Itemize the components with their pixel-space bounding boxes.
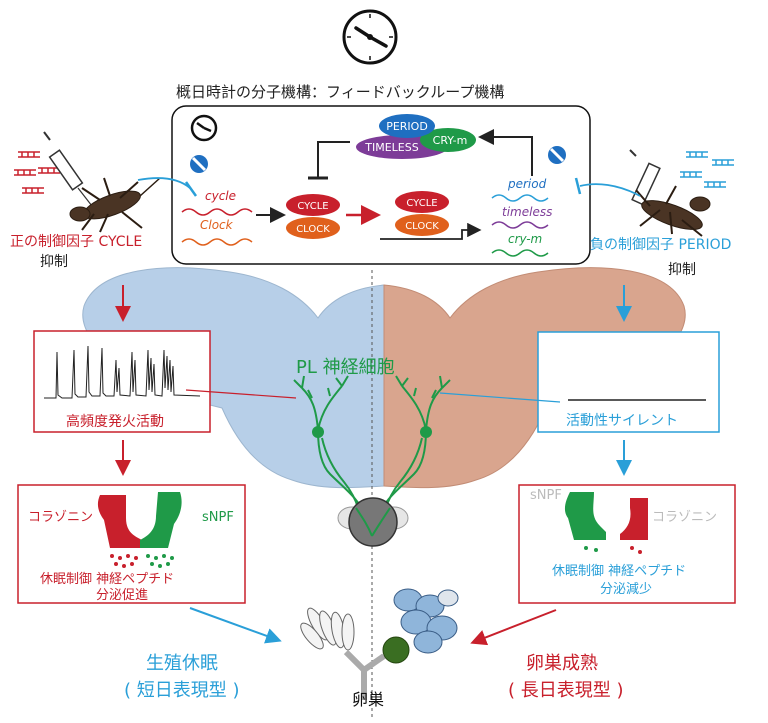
complex-right-clock: CLOCK [405,221,439,232]
wave-clock [181,238,253,246]
pl-neuron-right-soma [420,426,432,438]
left-effect-2: 分泌促進 [96,588,148,603]
complex-left-cycle: CYCLE [297,201,328,212]
ovary-label: 卵巣 [352,690,384,709]
left-outcome-2: ( 短日表現型 ) [124,680,240,701]
complex-right-cycle: CYCLE [406,198,437,209]
gene-crym: cry-m [508,232,542,246]
left-peptide-corazonin: コラゾニン [28,510,93,525]
right-effect-2: 分泌減少 [600,581,652,597]
trace-box-right [537,331,720,433]
rnai-duplex-left [14,151,60,194]
wave-crym [491,249,549,257]
wave-cycle [181,208,253,216]
right-peptide-snpf: sNPF [530,488,562,503]
clock-icon [342,9,398,65]
inhibit-link-left-bar [184,181,198,197]
trace-link-right [439,392,561,403]
left-caption-2: 抑制 [40,254,68,270]
pl-neuron-label: PL 神経細胞 [296,357,395,378]
gene-clock: Clock [200,218,234,232]
insect-left-icon [69,177,161,233]
inhibit-link-right-bar [574,177,582,195]
terminal-right-red [620,498,648,540]
vesicles-right [584,546,642,554]
brain-left-lobe [82,267,385,489]
repressor-timeless: TIMELESS [364,141,418,154]
wave-timeless [491,221,549,229]
gene-timeless: timeless [502,205,552,219]
vesicles-left-red [110,554,138,568]
complex-left-clock: CLOCK [296,224,330,235]
trace-right-label: 活動性サイレント [566,413,678,429]
repressor-crym: CRY-m [433,134,468,147]
inhibit-link-right [579,183,641,197]
right-outcome-1: 卵巣成熟 [526,653,598,674]
neuron-axon-center [355,507,391,537]
arrow-to-ovary-right [470,609,557,646]
ovary-mature-icon [382,588,459,664]
feedback-return-arrow [478,129,533,176]
promoter-line [380,222,482,240]
small-clock-icon [190,114,218,142]
gene-period: period [507,177,547,191]
syringe-right-icon [629,149,661,206]
complex-left: CYCLE CLOCK [286,194,340,239]
terminal-left-green [140,492,182,548]
complex-right: CYCLE CLOCK [395,191,449,236]
terminal-right-green [564,492,606,540]
pl-neuron-left-soma [312,426,324,438]
repressor-period: PERIOD [386,120,428,133]
trace-high-frequency [44,345,201,399]
arrow-to-ovary-left [189,607,282,644]
peptide-box-right [518,484,736,604]
repressor-complex: PERIOD TIMELESS CRY-m [356,114,476,159]
right-effect-1: 休眠制御 神経ペプチド [552,564,686,579]
terminal-left-red [97,495,142,548]
left-caption-1: 正の制御因子 CYCLE [10,234,142,250]
corpus-allatum [348,497,398,547]
brain-right-lobe [383,267,686,489]
inhibit-icon-right [548,146,566,164]
trace-link-left [185,389,297,399]
page-title: 概日時計の分子機構：フィードバックループ機構 [176,83,504,101]
trace-left-label: 高頻度発火活動 [66,413,164,430]
ovary-immature-icon [300,607,386,700]
vesicles-left-green [146,554,174,568]
left-peptide-snpf: sNPF [202,510,234,525]
right-peptide-corazonin: コラゾニン [652,510,717,525]
trace-box-left [33,330,211,433]
right-caption-2: 抑制 [668,262,696,278]
left-outcome-1: 生殖休眠 [146,652,218,674]
right-caption-1: 負の制御因子 PERIOD [590,237,731,253]
left-effect-1: 休眠制御 神経ペプチド [40,572,174,587]
wave-period [491,194,549,202]
syringe-left-icon [43,131,93,207]
feedback-inhibit-line [317,141,350,178]
gene-cycle: cycle [205,189,236,203]
right-outcome-2: ( 長日表現型 ) [508,680,624,701]
rnai-duplex-right [680,151,734,188]
inhibit-link-left [137,177,191,189]
inhibit-icon-left [190,155,208,173]
insect-right-icon [635,185,711,237]
